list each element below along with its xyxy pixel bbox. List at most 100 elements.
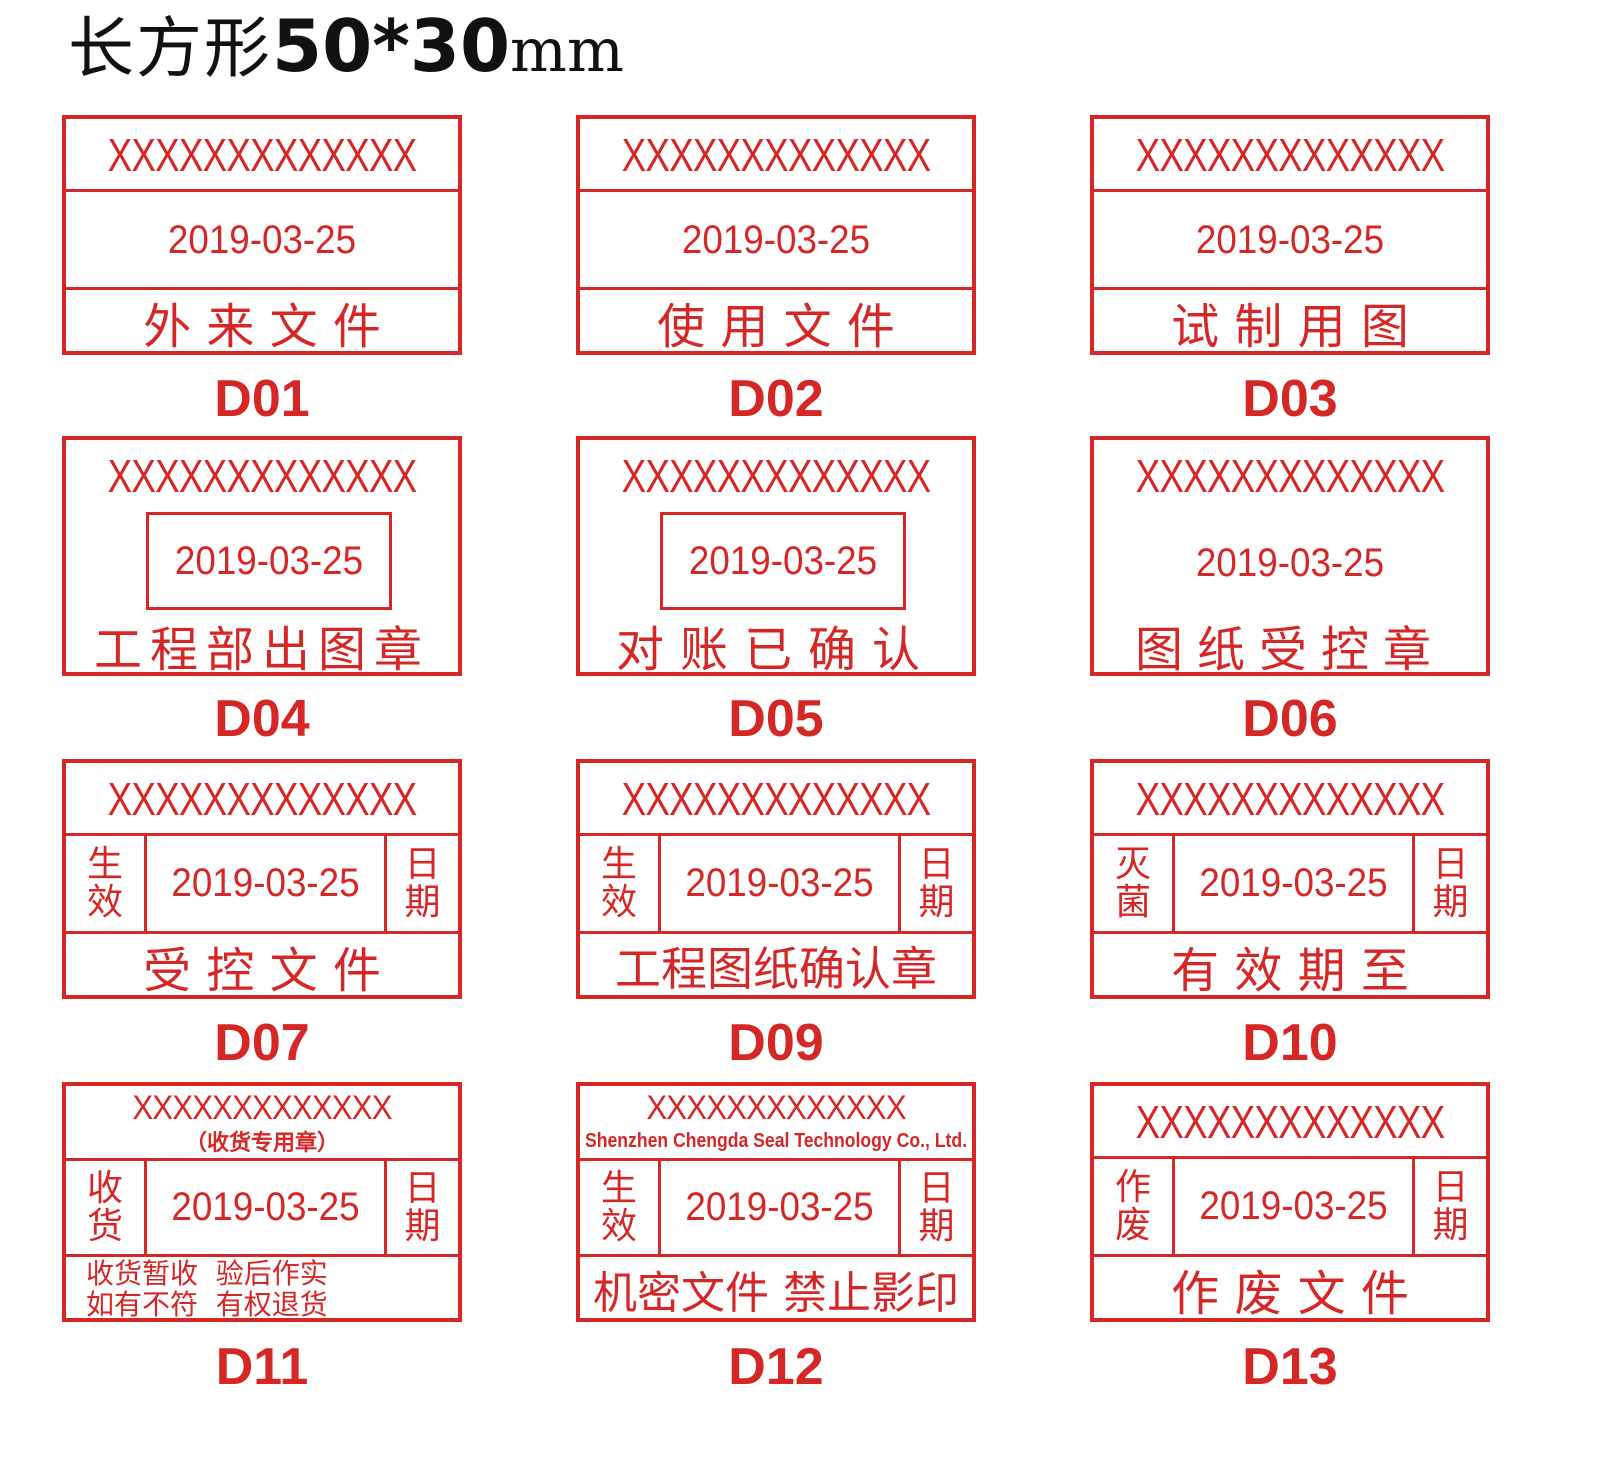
title-shape: 长方形 — [68, 10, 272, 87]
stamp-divider — [1094, 1254, 1486, 1257]
stamp-company: XXXXXXXXXXXXX — [621, 773, 931, 825]
stamp-bottom-text: 对账已确认 — [615, 622, 936, 674]
stamp-d11: XXXXXXXXXXXXX （收货专用章） 收货 2019-03-25 日期 收… — [62, 1082, 462, 1322]
stamp-divider — [1094, 287, 1486, 290]
stamp-divider — [580, 833, 972, 836]
page-title: 长方形50*30mm — [68, 4, 624, 88]
stamp-divider — [580, 1254, 972, 1257]
stamp-bottom-text: 机密文件 禁止影印 — [593, 1268, 959, 1319]
stamp-divider — [66, 287, 458, 290]
stamp-date: 2019-03-25 — [167, 217, 357, 262]
stamp-code: D09 — [728, 1014, 824, 1072]
stamp-left-label: 生效 — [600, 1167, 637, 1247]
stamp-date: 2019-03-25 — [681, 217, 871, 262]
title-size: 50*30 — [272, 4, 511, 88]
stamp-subtitle: Shenzhen Chengda Seal Technology Co., Lt… — [584, 1129, 968, 1152]
stamp-company: XXXXXXXXXXXXX — [621, 450, 931, 502]
date-frame — [660, 512, 906, 610]
stamp-date: 2019-03-25 — [688, 538, 878, 583]
stamp-column-divider — [1172, 833, 1175, 931]
stamp-left-label: 作废 — [1114, 1166, 1151, 1246]
stamp-date: 2019-03-25 — [1199, 1184, 1388, 1228]
stamp-bottom-text: 外 来 文 件 — [143, 299, 381, 353]
stamp-code: D02 — [728, 370, 824, 428]
stamp-date: 2019-03-25 — [1195, 540, 1385, 585]
stamp-company: XXXXXXXXXXXXX — [1135, 1096, 1445, 1148]
stamp-column-divider — [1172, 1156, 1175, 1254]
stamp-date: 2019-03-25 — [685, 1185, 874, 1229]
stamp-d06: XXXXXXXXXXXXX 2019-03-25 图纸受控章 — [1090, 436, 1490, 676]
stamp-column-divider — [384, 1158, 387, 1254]
date-frame — [146, 512, 392, 610]
stamp-d02: XXXXXXXXXXXXX 2019-03-25 使 用 文 件 — [576, 115, 976, 355]
stamp-code: D12 — [728, 1338, 824, 1396]
stamp-d01: XXXXXXXXXXXXX 2019-03-25 外 来 文 件 — [62, 115, 462, 355]
stamp-d03: XXXXXXXXXXXXX 2019-03-25 试 制 用 图 — [1090, 115, 1490, 355]
stamp-divider — [580, 287, 972, 290]
stamp-column-divider — [384, 833, 387, 931]
stamp-d10: XXXXXXXXXXXXX 灭菌 2019-03-25 日期 有 效 期 至 — [1090, 759, 1490, 999]
stamp-divider — [66, 1158, 458, 1161]
stamp-left-label: 灭菌 — [1114, 843, 1151, 923]
stamp-right-label: 日期 — [404, 1167, 441, 1247]
stamp-column-divider — [898, 833, 901, 931]
stamp-divider — [1094, 931, 1486, 934]
stamp-d13: XXXXXXXXXXXXX 作废 2019-03-25 日期 作 废 文 件 — [1090, 1082, 1490, 1322]
stamp-bottom-text: 作 废 文 件 — [1171, 1266, 1409, 1320]
stamp-company: XXXXXXXXXXXXX — [1135, 773, 1445, 825]
stamp-divider — [66, 833, 458, 836]
title-unit: mm — [510, 16, 624, 86]
stamp-date: 2019-03-25 — [685, 861, 874, 905]
stamp-bottom-text: 使 用 文 件 — [657, 299, 895, 353]
stamp-code: D05 — [728, 690, 824, 748]
stamp-column-divider — [144, 833, 147, 931]
stamp-code: D06 — [1242, 690, 1338, 748]
stamp-bottom-text: 工程部出图章 — [93, 622, 430, 674]
stamp-column-divider — [1412, 1156, 1415, 1254]
stamp-code: D04 — [214, 690, 310, 748]
stamp-bottom-text: 有 效 期 至 — [1171, 943, 1409, 997]
stamp-company: XXXXXXXXXXXXX — [1135, 129, 1445, 181]
stamp-bottom-text: 收货暂收 验后作实 如有不符 有权退货 — [86, 1258, 328, 1320]
stamp-company: XXXXXXXXXXXXX — [621, 129, 931, 181]
stamp-left-label: 生效 — [600, 843, 637, 923]
stamp-divider — [1094, 189, 1486, 192]
stamp-left-label: 收货 — [86, 1167, 123, 1247]
stamp-divider — [580, 189, 972, 192]
stamp-bottom-text: 试 制 用 图 — [1171, 299, 1409, 353]
stamp-column-divider — [1412, 833, 1415, 931]
stamp-date: 2019-03-25 — [1195, 217, 1385, 262]
stamp-column-divider — [898, 1158, 901, 1254]
stamp-right-label: 日期 — [404, 843, 441, 923]
stamp-right-label: 日期 — [1432, 1166, 1469, 1246]
stamp-d12: XXXXXXXXXXXXX Shenzhen Chengda Seal Tech… — [576, 1082, 976, 1322]
stamp-code: D07 — [214, 1014, 310, 1072]
stamp-date: 2019-03-25 — [174, 538, 364, 583]
stamp-bottom-text: 工程图纸确认章 — [615, 942, 937, 996]
stamp-date: 2019-03-25 — [171, 861, 360, 905]
stamp-divider — [1094, 1156, 1486, 1159]
stamp-d09: XXXXXXXXXXXXX 生效 2019-03-25 日期 工程图纸确认章 — [576, 759, 976, 999]
stamp-column-divider — [658, 833, 661, 931]
stamp-divider — [580, 1158, 972, 1161]
stamp-column-divider — [144, 1158, 147, 1254]
stamp-divider — [1094, 833, 1486, 836]
stamp-company: XXXXXXXXXXXXX — [107, 773, 417, 825]
stamp-company: XXXXXXXXXXXXX — [107, 450, 417, 502]
stamp-divider — [580, 931, 972, 934]
stamp-company: XXXXXXXXXXXXX — [132, 1088, 392, 1127]
stamp-date: 2019-03-25 — [1199, 861, 1388, 905]
stamp-code: D11 — [215, 1338, 309, 1396]
stamp-d04: XXXXXXXXXXXXX 2019-03-25 工程部出图章 — [62, 436, 462, 676]
stamp-code: D03 — [1242, 370, 1338, 428]
stamp-code: D13 — [1242, 1338, 1338, 1396]
stamp-code: D10 — [1242, 1014, 1338, 1072]
stamp-code: D01 — [214, 370, 310, 428]
stamp-d05: XXXXXXXXXXXXX 2019-03-25 对账已确认 — [576, 436, 976, 676]
stamp-company: XXXXXXXXXXXXX — [646, 1088, 906, 1127]
stamp-right-label: 日期 — [918, 1167, 955, 1247]
stamp-date: 2019-03-25 — [171, 1185, 360, 1229]
stamp-bottom-text: 受 控 文 件 — [143, 943, 381, 997]
stamp-company: XXXXXXXXXXXXX — [1135, 450, 1445, 502]
stamp-left-label: 生效 — [86, 843, 123, 923]
